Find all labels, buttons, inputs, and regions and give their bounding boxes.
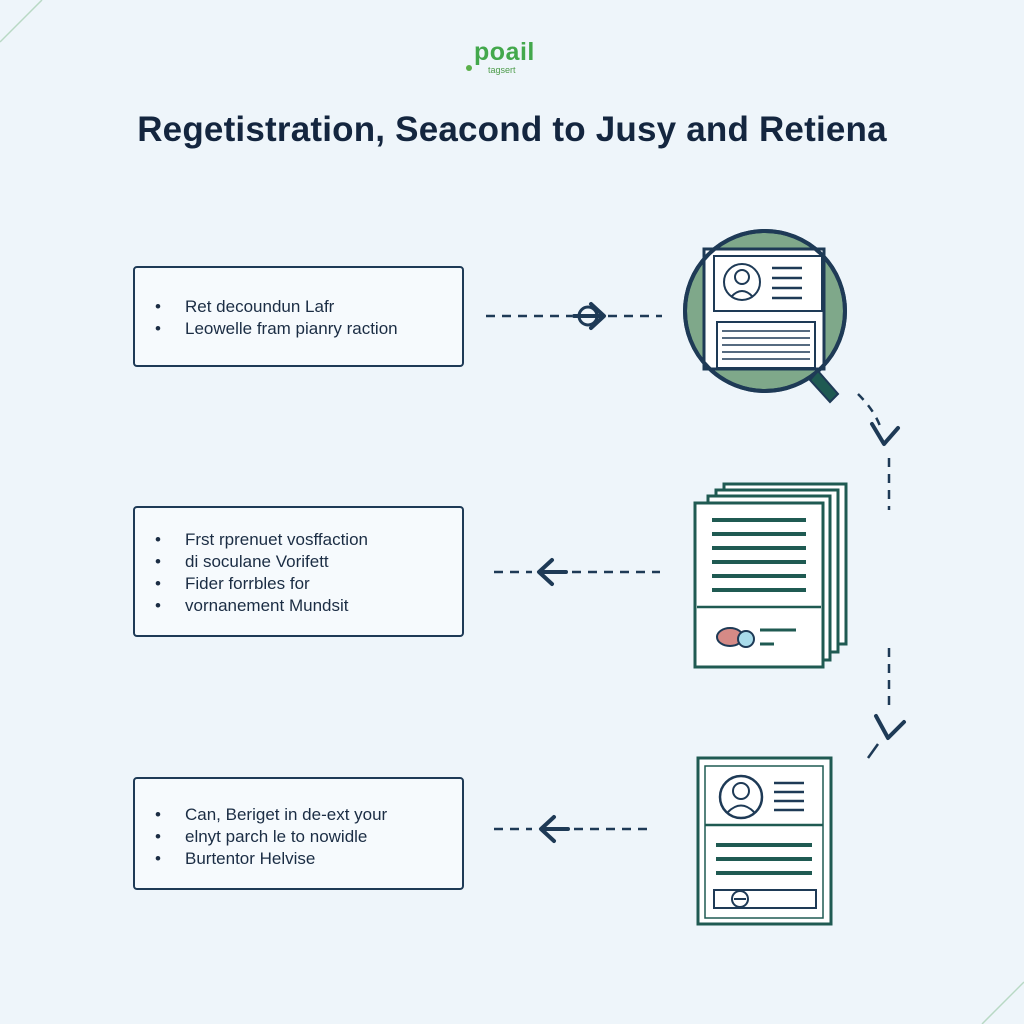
arrow-right-icon <box>572 302 606 330</box>
logo-dot-icon <box>466 65 472 71</box>
connector-arrow-down-1 <box>857 393 900 510</box>
step-box-1: •Ret decoundun Lafr •Leowelle fram pianr… <box>133 266 464 367</box>
step-3-item-1: Can, Beriget in de-ext your <box>185 805 388 824</box>
connector-arrow-left-1 <box>494 558 660 586</box>
step-box-3: •Can, Beriget in de-ext your •elnyt parc… <box>133 777 464 890</box>
arrow-down-icon <box>874 714 906 740</box>
list-item: •Frst rprenuet vosffaction <box>155 530 368 549</box>
brand-tagline: tagsert <box>488 65 516 75</box>
connector-arrow-left-2 <box>494 815 652 843</box>
step-2-item-2: di soculane Vorifett <box>185 552 329 571</box>
list-item: •Leowelle fram pianry raction <box>155 319 398 338</box>
step-1-item-2: Leowelle fram pianry raction <box>185 319 398 338</box>
step-2-item-3: Fider forrbles for <box>185 574 310 593</box>
brand-name: poail <box>474 38 535 66</box>
list-item: •di soculane Vorifett <box>155 552 329 571</box>
list-item: •Fider forrbles for <box>155 574 310 593</box>
profile-document-icon <box>696 756 833 926</box>
connector-arrow-right-1 <box>486 302 662 330</box>
corner-decoration-bottom-right <box>981 981 1024 1024</box>
list-item: •Ret decoundun Lafr <box>155 297 335 316</box>
list-item: •elnyt parch le to nowidle <box>155 827 368 846</box>
step-3-item-2: elnyt parch le to nowidle <box>185 827 368 846</box>
step-3-item-3: Burtentor Helvise <box>185 849 316 868</box>
document-stack-icon <box>693 482 848 669</box>
step-2-item-4: vornanement Mundsit <box>185 596 349 615</box>
brand-logo: poail tagsert <box>466 38 566 80</box>
arrow-left-icon <box>537 558 568 586</box>
page-title: Regetistration, Seacond to Jusy and Reti… <box>137 110 887 149</box>
step-1-item-1: Ret decoundun Lafr <box>185 297 335 316</box>
arrow-left-icon <box>539 815 570 843</box>
connector-arrow-down-2 <box>866 648 906 759</box>
list-item: •Burtentor Helvise <box>155 849 316 868</box>
magnifier-profile-icon <box>683 229 847 404</box>
corner-decoration-top-left <box>0 0 43 43</box>
step-box-2: •Frst rprenuet vosffaction •di soculane … <box>133 506 464 637</box>
list-item: •vornanement Mundsit <box>155 596 349 615</box>
arrow-down-icon <box>870 422 900 446</box>
step-2-item-1: Frst rprenuet vosffaction <box>185 530 368 549</box>
list-item: •Can, Beriget in de-ext your <box>155 805 388 824</box>
